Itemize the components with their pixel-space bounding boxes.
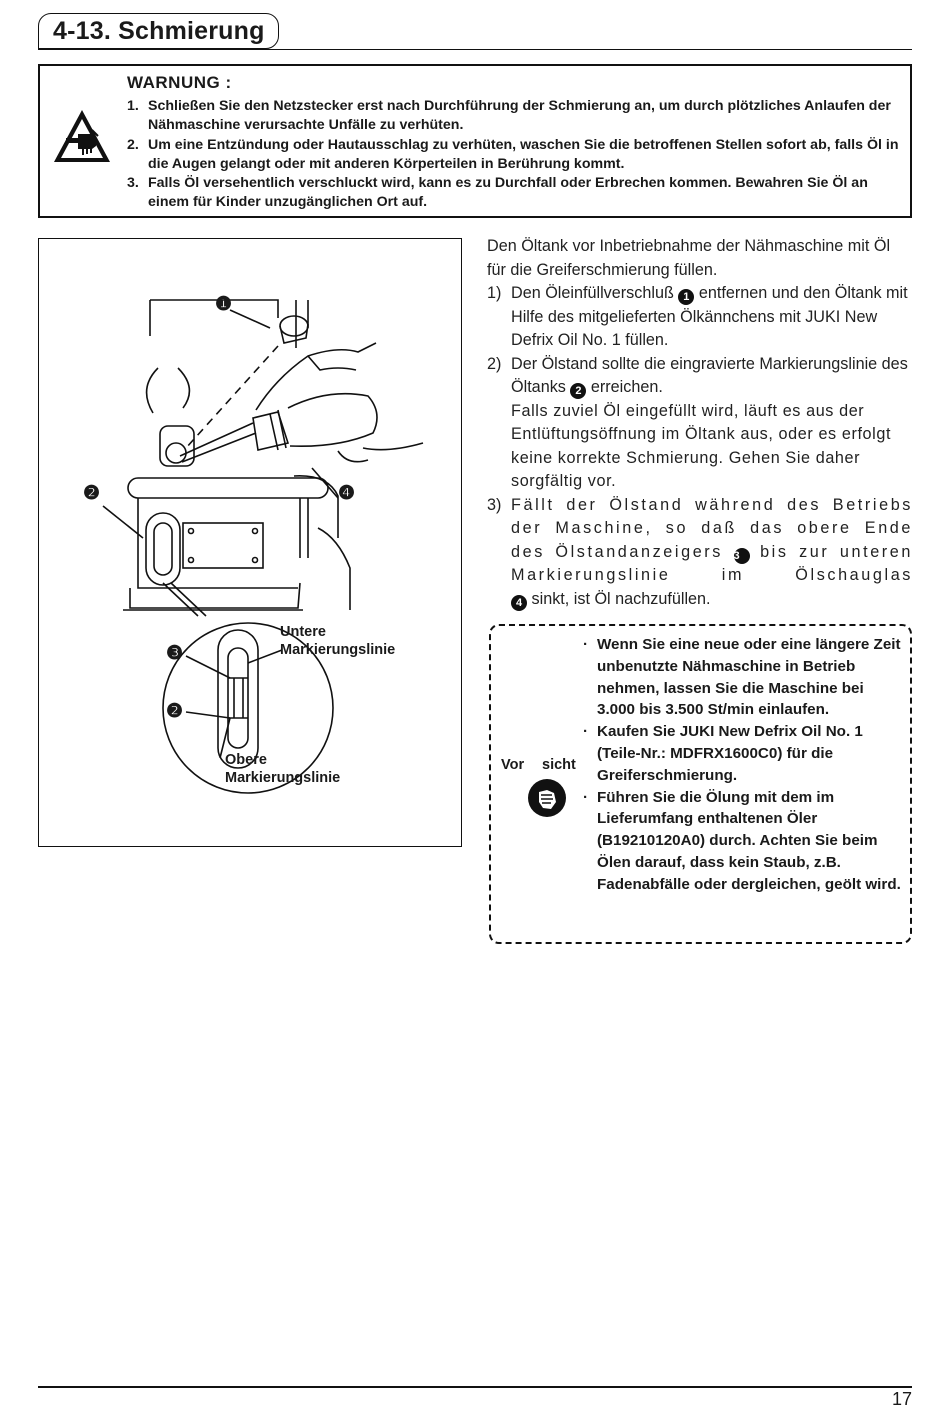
marker-2-icon: 2	[570, 383, 587, 399]
hand-hazard-warning-icon	[54, 110, 110, 162]
marker-1-icon: 1	[678, 289, 695, 305]
callout-4-marker: ❹	[338, 483, 356, 504]
page-number: 17	[891, 1389, 912, 1409]
caution-label-right: sicht	[542, 757, 576, 773]
caution-item: · Wenn Sie eine neue oder eine längere Z…	[583, 634, 903, 721]
step-1: 1) Den Öleinfüllverschluß 1 entfernen un…	[487, 282, 913, 353]
warning-item: 1. Schließen Sie den Netzstecker erst na…	[127, 97, 907, 136]
warning-item-number: 1.	[127, 98, 139, 114]
step-text: Fällt der Ölstand während des Betriebs d…	[511, 495, 913, 561]
callout-2-marker: ❷	[83, 483, 101, 504]
caution-label-left: Vor	[501, 757, 525, 773]
caution-item-text: Wenn Sie eine neue oder eine längere Zei…	[597, 636, 901, 719]
bullet: ·	[583, 636, 589, 653]
bullet: ·	[583, 723, 589, 741]
step-text: Der Ölstand sollte die eingravierte Mark…	[511, 354, 908, 397]
warning-item: 3. Falls Öl versehentlich verschluckt wi…	[127, 174, 907, 213]
warning-item-text: Falls Öl versehentlich verschluckt wird,…	[148, 175, 868, 211]
caution-hand-icon	[528, 779, 566, 817]
instructions-text: Den Öltank vor Inbetriebnahme der Nähmas…	[487, 235, 913, 611]
figure-frame	[38, 238, 462, 847]
bullet: ·	[583, 788, 589, 806]
step-number: 2)	[487, 354, 502, 373]
marker-4-icon: 4	[511, 594, 527, 611]
step-text: bis zur unteren Markierungslinie im Ölsc…	[511, 542, 913, 585]
warning-item: 2. Um eine Entzündung oder Hautausschlag…	[127, 136, 907, 175]
section-title-tab: 4-13. Schmierung	[38, 13, 279, 49]
step-2-note: Falls zuviel Öl eingefüllt wird, läuft e…	[511, 401, 892, 491]
warning-item-number: 2.	[127, 136, 139, 153]
step-text: sinkt, ist Öl nachzufüllen.	[531, 589, 711, 608]
warning-item-text: Um eine Entzündung oder Hautausschlag zu…	[148, 136, 899, 172]
warning-list: 1. Schließen Sie den Netzstecker erst na…	[127, 97, 907, 213]
oil-tank-illustration	[102, 299, 424, 794]
caution-item: · Kaufen Sie JUKI New Defrix Oil No. 1 (…	[583, 721, 903, 786]
caution-item-text: Kaufen Sie JUKI New Defrix Oil No. 1 (Te…	[597, 723, 863, 784]
warning-item-number: 3.	[127, 175, 139, 192]
caution-item-text: Führen Sie die Ölung mit dem im Lieferum…	[597, 788, 901, 893]
step-2: 2) Der Ölstand sollte die eingravierte M…	[487, 353, 913, 494]
step-text: entfernen und den Öltank mit Hilfe des m…	[511, 284, 908, 349]
warning-title: WARNUNG :	[127, 73, 232, 92]
section-title: 4-13. Schmierung	[53, 17, 265, 45]
intro-paragraph: Den Öltank vor Inbetriebnahme der Nähmas…	[487, 237, 891, 279]
callout-1-marker: ❶	[215, 294, 233, 315]
caution-item: · Führen Sie die Ölung mit dem im Liefer…	[583, 787, 903, 896]
callout-3-marker: ❸	[166, 643, 184, 664]
caution-box	[489, 624, 912, 944]
label-obere-markierungslinie: Obere Markierungslinie	[225, 752, 341, 786]
warning-box	[38, 64, 912, 218]
marker-3-icon: 3	[733, 547, 750, 564]
footer-rule	[38, 1386, 912, 1388]
step-3: 3) Fällt der Ölstand während des Betrieb…	[487, 494, 913, 612]
callout-2b-marker: ❷	[166, 701, 184, 722]
caution-list: · Wenn Sie eine neue oder eine längere Z…	[583, 634, 903, 896]
header-rule	[38, 49, 912, 50]
label-untere-markierungslinie: Untere Markierungslinie	[280, 624, 396, 658]
warning-item-text: Schließen Sie den Netzstecker erst nach …	[148, 98, 891, 134]
step-number: 3)	[487, 495, 502, 514]
step-number: 1)	[487, 284, 502, 302]
step-text: Den Öleinfüllverschluß	[511, 284, 679, 302]
step-text: erreichen.	[586, 378, 663, 396]
